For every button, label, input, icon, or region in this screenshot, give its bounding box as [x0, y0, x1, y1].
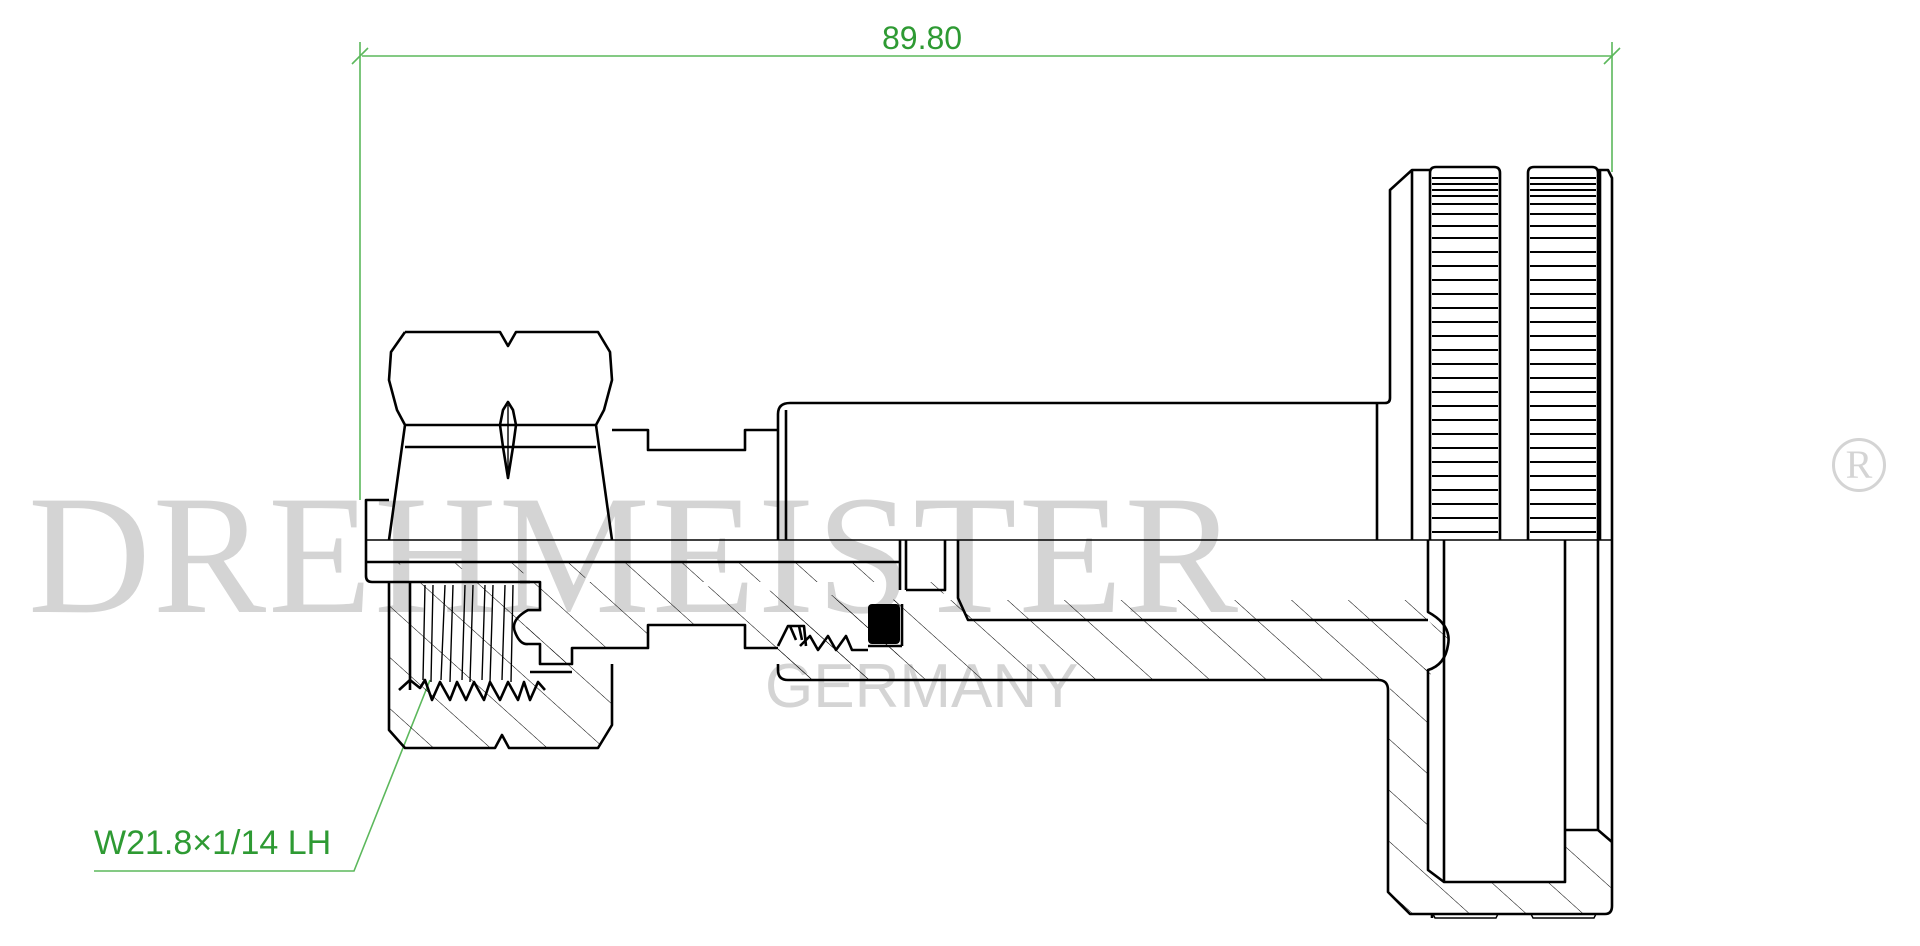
registered-trademark-icon: R [1832, 438, 1886, 492]
hex-nut [387, 330, 614, 750]
hatched-sections [366, 562, 1612, 914]
knurl-ridges-right [1530, 177, 1596, 533]
connector-stem [364, 428, 1612, 702]
thread-callout-label: W21.8×1/14 LH [94, 824, 332, 862]
overall-length-dimension: 89.80 [882, 20, 963, 56]
overall-dimension [351, 42, 1621, 500]
knurled-knob [1388, 165, 1614, 919]
o-ring-seal [868, 604, 900, 644]
main-sleeve [776, 397, 1614, 916]
nut-internal-thread [398, 580, 778, 702]
knurl-ridges-left [1432, 177, 1498, 533]
